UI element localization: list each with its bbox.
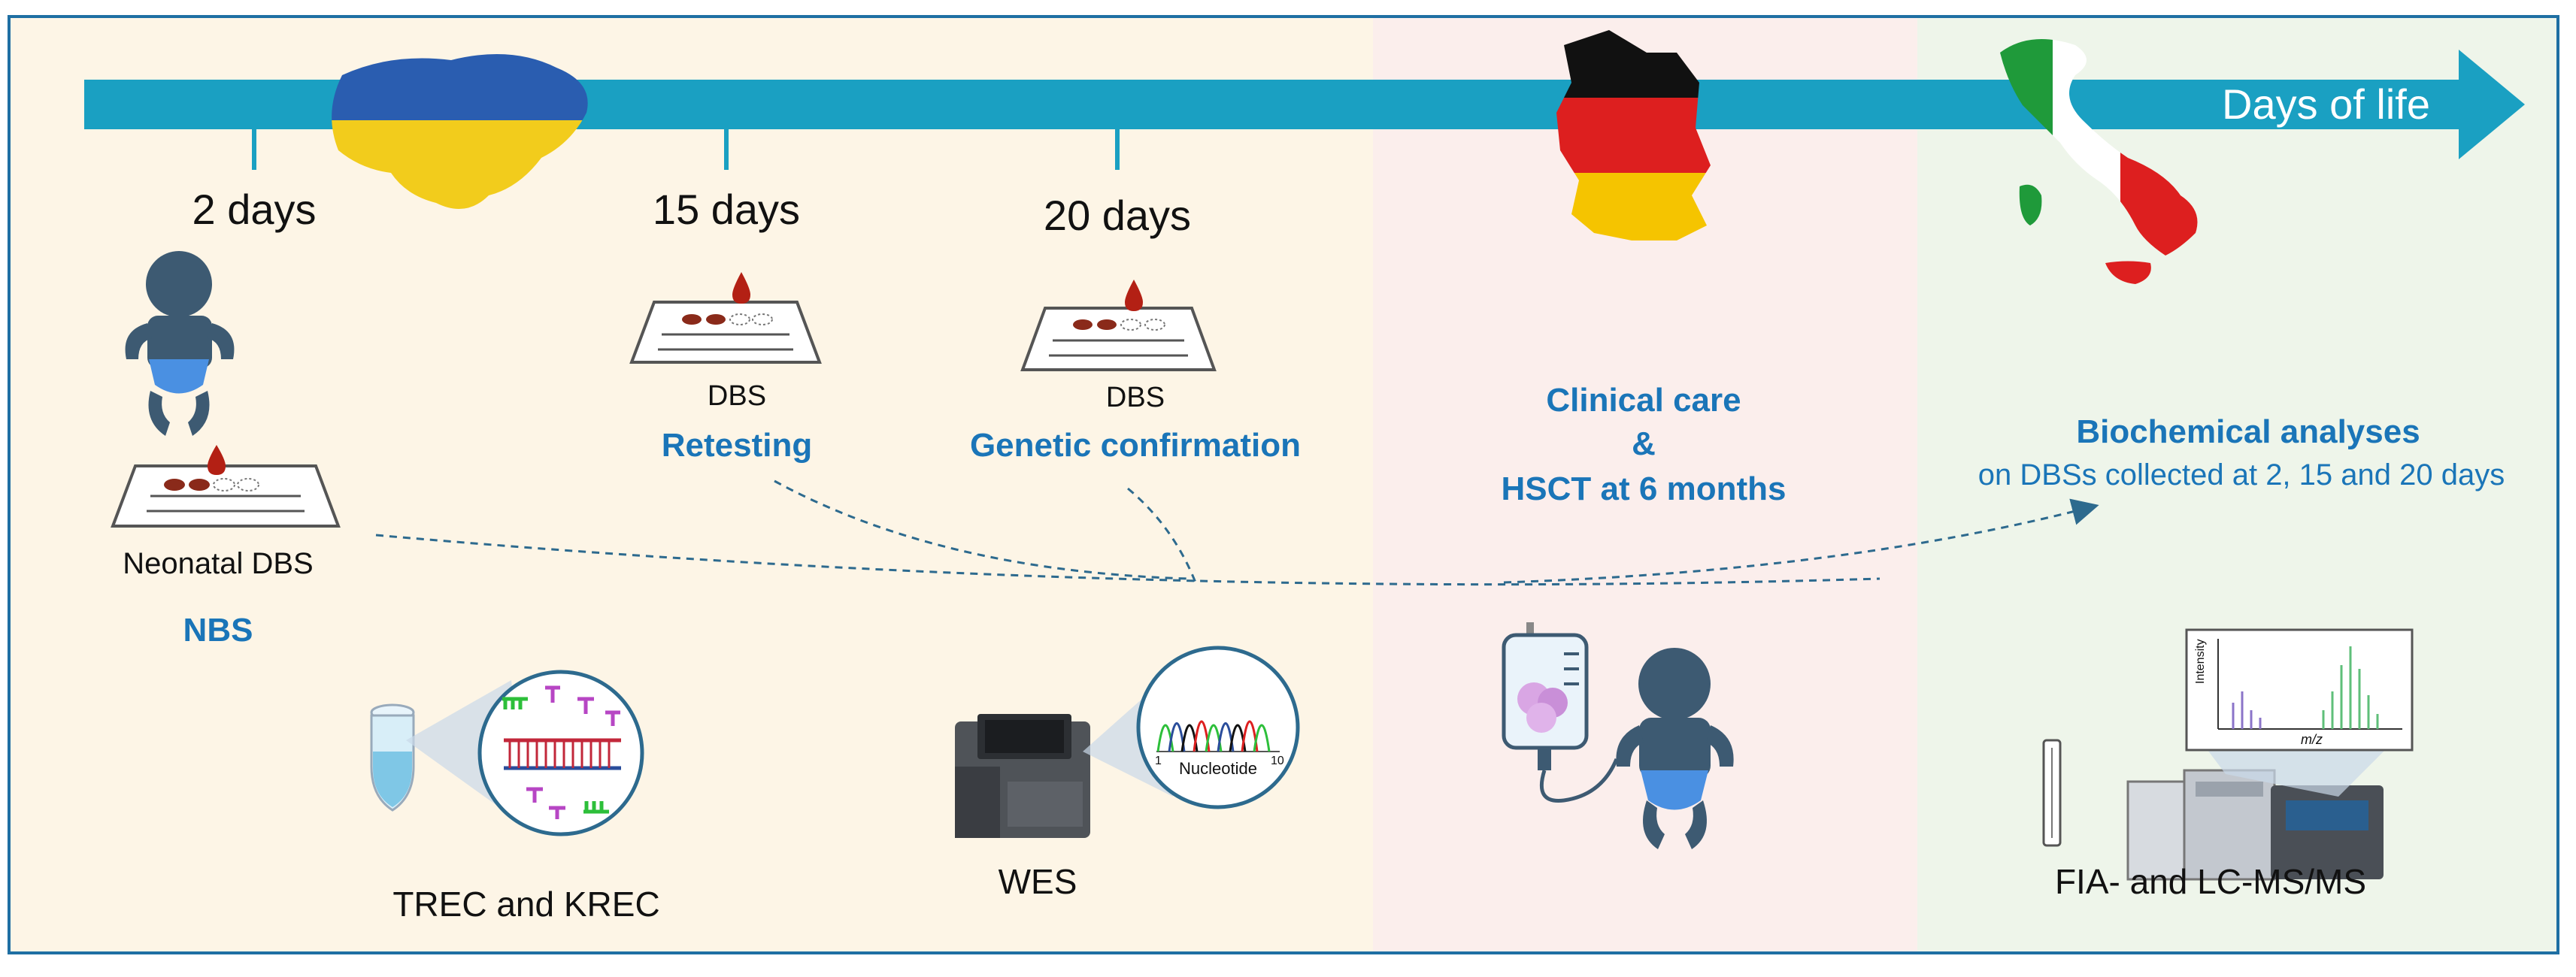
genetic-confirmation-label: Genetic confirmation [969,427,1302,464]
nbs-label: NBS [183,612,253,649]
spectrum-xlabel: m/z [2301,732,2323,747]
baby-care-icon [1616,648,1734,849]
retesting-label: Retesting [661,427,813,464]
care-diaper-icon [1641,770,1708,810]
dna-magnifier-icon [477,670,644,836]
clinical-care-label: Clinical care [1546,382,1741,419]
flow-line-retesting [774,479,1189,580]
biochemical-analyses-title: Biochemical analyses [2076,413,2420,450]
biochemical-analyses-subtitle: on DBSs collected at 2, 15 and 20 days [1977,458,2505,492]
chromatogram-tick-end: 10 [1271,755,1284,767]
baby-icon [125,251,235,436]
spectrometer-beam [2203,744,2391,797]
flag-map-italy [2000,39,2198,284]
wes-label: WES [998,862,1077,901]
tick-label-20-days: 20 days [1043,192,1192,239]
pcr-tube-icon [370,703,415,812]
neonatal-dbs-label: Neonatal DBS [123,547,314,580]
nucleotide-label: Nucleotide [1179,759,1257,778]
timeline-label: Days of life [2222,80,2430,128]
lc-column-icon [2042,739,2062,847]
dbs-card-icon [111,445,341,528]
hsct-label: HSCT at 6 months [1501,470,1787,507]
tick-label-2-days: 2 days [192,186,317,233]
chromatogram-icon [1136,646,1300,809]
ms-label: FIA- and LC-MS/MS [2054,862,2367,901]
iv-bag-icon [1502,622,1619,803]
trec-krec-label: TREC and KREC [392,885,660,924]
ampersand-label: & [1632,425,1656,462]
tick-label-15-days: 15 days [652,186,801,233]
spectrum-ylabel: Intensity [2194,639,2207,684]
flow-line-neonatal [375,534,1880,586]
mass-spectrometer-icon [2126,769,2384,881]
dbs-card-retesting [629,272,822,364]
sequencer-icon [955,714,1090,838]
genetic-dbs-label: DBS [1105,382,1165,413]
chromatogram-tick-start: 1 [1155,755,1162,767]
diaper-icon [149,359,209,394]
retest-dbs-label: DBS [707,380,767,412]
spectrum-icon [2185,628,2414,752]
flag-map-germany [1556,30,1711,240]
flow-arrow-to-analyses [1503,498,2099,584]
diagram-frame [8,15,2559,954]
flow-line-genetic [1127,487,1197,583]
dbs-card-genetic [1020,280,1217,371]
flag-map-ukraine [332,54,588,209]
